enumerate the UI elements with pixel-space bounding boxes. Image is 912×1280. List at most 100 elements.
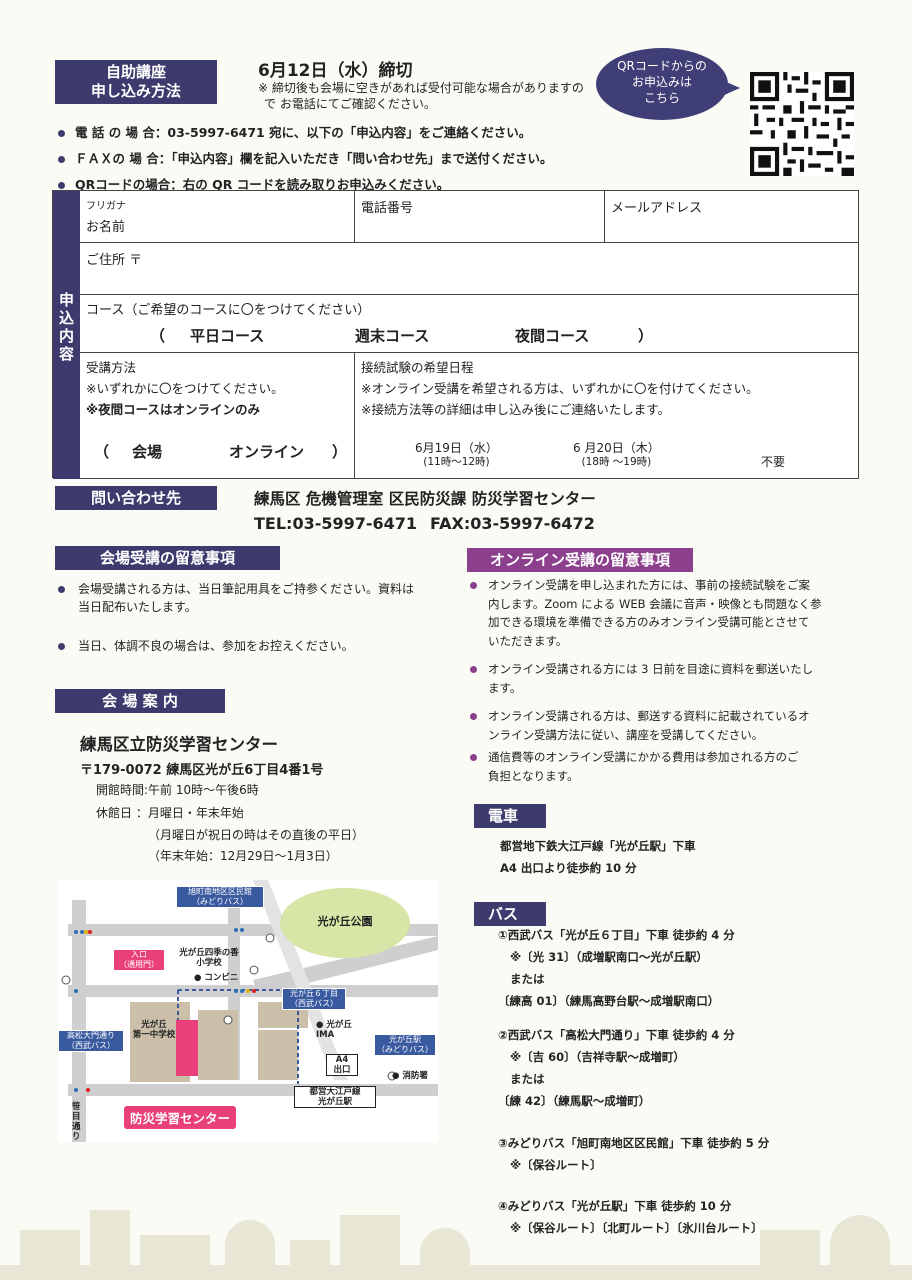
bullet-icon (58, 643, 65, 650)
apply-method-label: 自助講座 申し込み方法 (55, 60, 217, 104)
connection-test-title: 接続試験の希望日程 (361, 360, 474, 375)
map-park-label: 光が丘公園 (317, 915, 373, 928)
map-convenience-label: ● コンビニ (194, 973, 239, 983)
venue-note-item: 当日、体調不良の場合は、参加をお控えください。 (58, 637, 354, 655)
bus-route2-line1: ※〔吉 60〕（吉祥寺駅～成増町） (510, 1050, 685, 1064)
bullet-icon (58, 182, 65, 189)
bus-route4-line1: ※〔保谷ルート〕〔北町ルート〕〔氷川台ルート〕 (510, 1221, 763, 1235)
map-exit-label: A4 出口 (326, 1054, 358, 1076)
method-qr-text: QRコードの場合：右の QR コードを読み取りお申込みください。 (75, 177, 450, 192)
venue-closed3: （年末年始：12月29日～1月3日） (148, 849, 338, 863)
course-option-night[interactable]: 夜間コース (515, 327, 590, 345)
bullet-icon (58, 130, 65, 137)
venue-notes-label: 会場受講の留意事項 (55, 546, 280, 570)
qr-code-icon[interactable] (750, 72, 854, 176)
online-note1-line4: いただきます。 (488, 633, 568, 648)
test-time1: (11時～12時) (423, 456, 490, 468)
bus-route2-line3: 〔練 42〕（練馬駅～成増町） (498, 1094, 651, 1108)
test-option-june19[interactable]: 6月19日（水） (11時～12時) (415, 441, 498, 469)
course-option-weekend[interactable]: 週末コース (355, 327, 430, 345)
form-sidebar-char: 容 (58, 345, 74, 363)
attendance-option-venue[interactable]: 会場 (132, 443, 163, 461)
online-note-item: 通信費等のオンライン受講にかかる費用は参加される方のご 負担となります。 (470, 748, 840, 785)
venue-address: 〒179-0072 練馬区光が丘6丁目4番1号 (80, 763, 324, 778)
bus-route1-title: ①西武バス「光が丘６丁目」下車 徒歩約 4 分 (498, 928, 735, 942)
train-line2: A4 出口より徒歩約 10 分 (500, 861, 637, 875)
venue-guide-label: 会 場 案 内 (55, 689, 225, 713)
venue-closed2: （月曜日が祝日の時はその直後の平日） (148, 828, 365, 842)
apply-method-label-line1: 自助講座 (105, 63, 166, 81)
test-option-none[interactable]: 不要 (761, 455, 786, 469)
online-notes-list: オンライン受講を申し込まれた方には、事前の接続試験をご案 内します。Zoom に… (470, 576, 840, 785)
phone-field[interactable]: 電話番号 (355, 191, 605, 243)
test-option-june20[interactable]: 6 月20日（木） (18時 ～19時) (573, 441, 660, 469)
access-map: 光が丘公園 旭町南地区区民館 （みどりバス） 入口 （通用門） 光が丘四季の香 … (58, 880, 438, 1142)
qr-bubble-tail (722, 80, 740, 96)
map-hikari6-stop: 光が丘６丁目 （西武バス） (282, 988, 346, 1010)
course-label: コース（ご希望のコースに〇をつけてください） (86, 303, 371, 318)
connection-test-note2: ※接続方法等の詳細は申し込み後にご連絡いたします。 (361, 402, 670, 417)
form-sidebar: 申 込 内 容 (53, 191, 80, 479)
attendance-note2: ※夜間コースはオンラインのみ (86, 402, 261, 417)
train-label: 電車 (474, 804, 546, 828)
online-note4-line1: 通信費等のオンライン受講にかかる費用は参加される方のご (488, 750, 799, 764)
qr-bubble-line1: QRコードからの (617, 59, 707, 73)
map-street-label: 笹目通り (72, 1102, 81, 1142)
contact-org: 練馬区 危機管理室 区民防災課 防災学習センター (254, 490, 596, 508)
venue-note1-line1: 会場受講される方は、当日筆記用具をご持参ください。資料は (78, 582, 415, 596)
method-fax-text: ＦＡＸの 場 合：「申込内容」欄を記入いただき「問い合わせ先」まで送付ください。 (75, 151, 553, 166)
email-field[interactable]: メールアドレス (605, 191, 859, 243)
map-middle-school-label: 光が丘 第一中学校 (132, 1020, 176, 1040)
method-phone: 電 話 の 場 合：03-5997-6471 宛に、以下の「申込内容」をご連絡く… (58, 122, 531, 141)
contact-fax: FAX:03-5997-6472 (430, 514, 595, 533)
address-field[interactable]: ご住所 〒 (80, 243, 859, 295)
qr-bubble-line3: こちら (643, 91, 680, 105)
bus-route4-title: ④みどりバス「光が丘駅」下車 徒歩約 10 分 (498, 1199, 732, 1213)
furigana-label: フリガナ (86, 201, 126, 212)
bus-route2-title: ②西武バス「高松大門通り」下車 徒歩約 4 分 (498, 1028, 735, 1042)
bus-route: ④みどりバス「光が丘駅」下車 徒歩約 10 分 ※〔保谷ルート〕〔北町ルート〕〔… (498, 1195, 763, 1239)
venue-note1-line2: 当日配布いたします。 (78, 600, 197, 614)
course-option-weekday[interactable]: 平日コース (190, 327, 265, 345)
online-note2-line2: ます。 (488, 680, 522, 695)
contact-tel: TEL:03-5997-6471 (254, 514, 418, 533)
venue-hours: 開館時間:午前 10時～午後6時 (96, 783, 259, 797)
email-label: メールアドレス (611, 201, 703, 216)
online-note-item: オンライン受講される方には 3 日前を目途に資料を郵送いたし ます。 (470, 660, 840, 697)
connection-test-note1: ※オンライン受講を希望される方は、いずれかに〇を付けてください。 (361, 381, 759, 396)
bullet-icon (470, 754, 477, 761)
attendance-option-online[interactable]: オンライン (229, 443, 305, 461)
phone-label: 電話番号 (361, 201, 414, 216)
bullet-icon (58, 586, 65, 593)
connection-test-field: 接続試験の希望日程 ※オンライン受講を希望される方は、いずれかに〇を付けてくださ… (355, 353, 859, 479)
name-field[interactable]: フリガナ お名前 (80, 191, 355, 243)
bus-route1-line3: 〔練高 01〕（練馬高野台駅～成増駅南口） (498, 994, 720, 1008)
venue-closed1: 休館日 ：月曜日・年末年始 (96, 806, 244, 820)
map-fire-label: ● 消防署 (392, 1071, 428, 1081)
course-close-paren: ） (638, 327, 654, 345)
bullet-icon (470, 666, 477, 673)
venue-note-item: 会場受講される方は、当日筆記用具をご持参ください。資料は 当日配布いたします。 (58, 580, 414, 616)
name-label: お名前 (86, 220, 126, 235)
bus-route1-line1: ※〔光 31〕（成増駅南口～光が丘駅） (510, 950, 708, 964)
attendance-title: 受講方法 (86, 360, 137, 375)
bus-route1-line2: または (510, 972, 545, 986)
qr-bubble: QRコードからの お申込みは こちら (596, 48, 728, 120)
bus-route2-line2: または (510, 1072, 545, 1086)
bullet-icon (470, 713, 477, 720)
attendance-note1: ※いずれかに〇をつけてください。 (86, 381, 284, 396)
contact-label: 問い合わせ先 (55, 486, 217, 510)
test-date2: 6 月20日（木） (573, 441, 660, 455)
decorative-skyline (0, 1200, 912, 1280)
address-label: ご住所 〒 (86, 253, 143, 268)
venue-note2-line1: 当日、体調不良の場合は、参加をお控えください。 (78, 639, 354, 653)
venue-name: 練馬区立防災学習センター (80, 735, 278, 754)
online-note1-line3: 加できる環境を準備できる方のみオンライン受講可能とさせて (488, 615, 810, 629)
map-entrance: 入口 （通用門） (114, 950, 164, 970)
map-subway-label: 都営大江戸線 光が丘駅 (294, 1086, 376, 1108)
train-line1: 都営地下鉄大江戸線「光が丘駅」下車 (500, 839, 696, 853)
attendance-field: 受講方法 ※いずれかに〇をつけてください。 ※夜間コースはオンラインのみ （ 会… (80, 353, 355, 479)
attendance-close-paren: ） (332, 443, 348, 461)
online-note3-line1: オンライン受講される方は、郵送する資料に記載されているオ (488, 709, 810, 723)
park-area (280, 888, 410, 958)
